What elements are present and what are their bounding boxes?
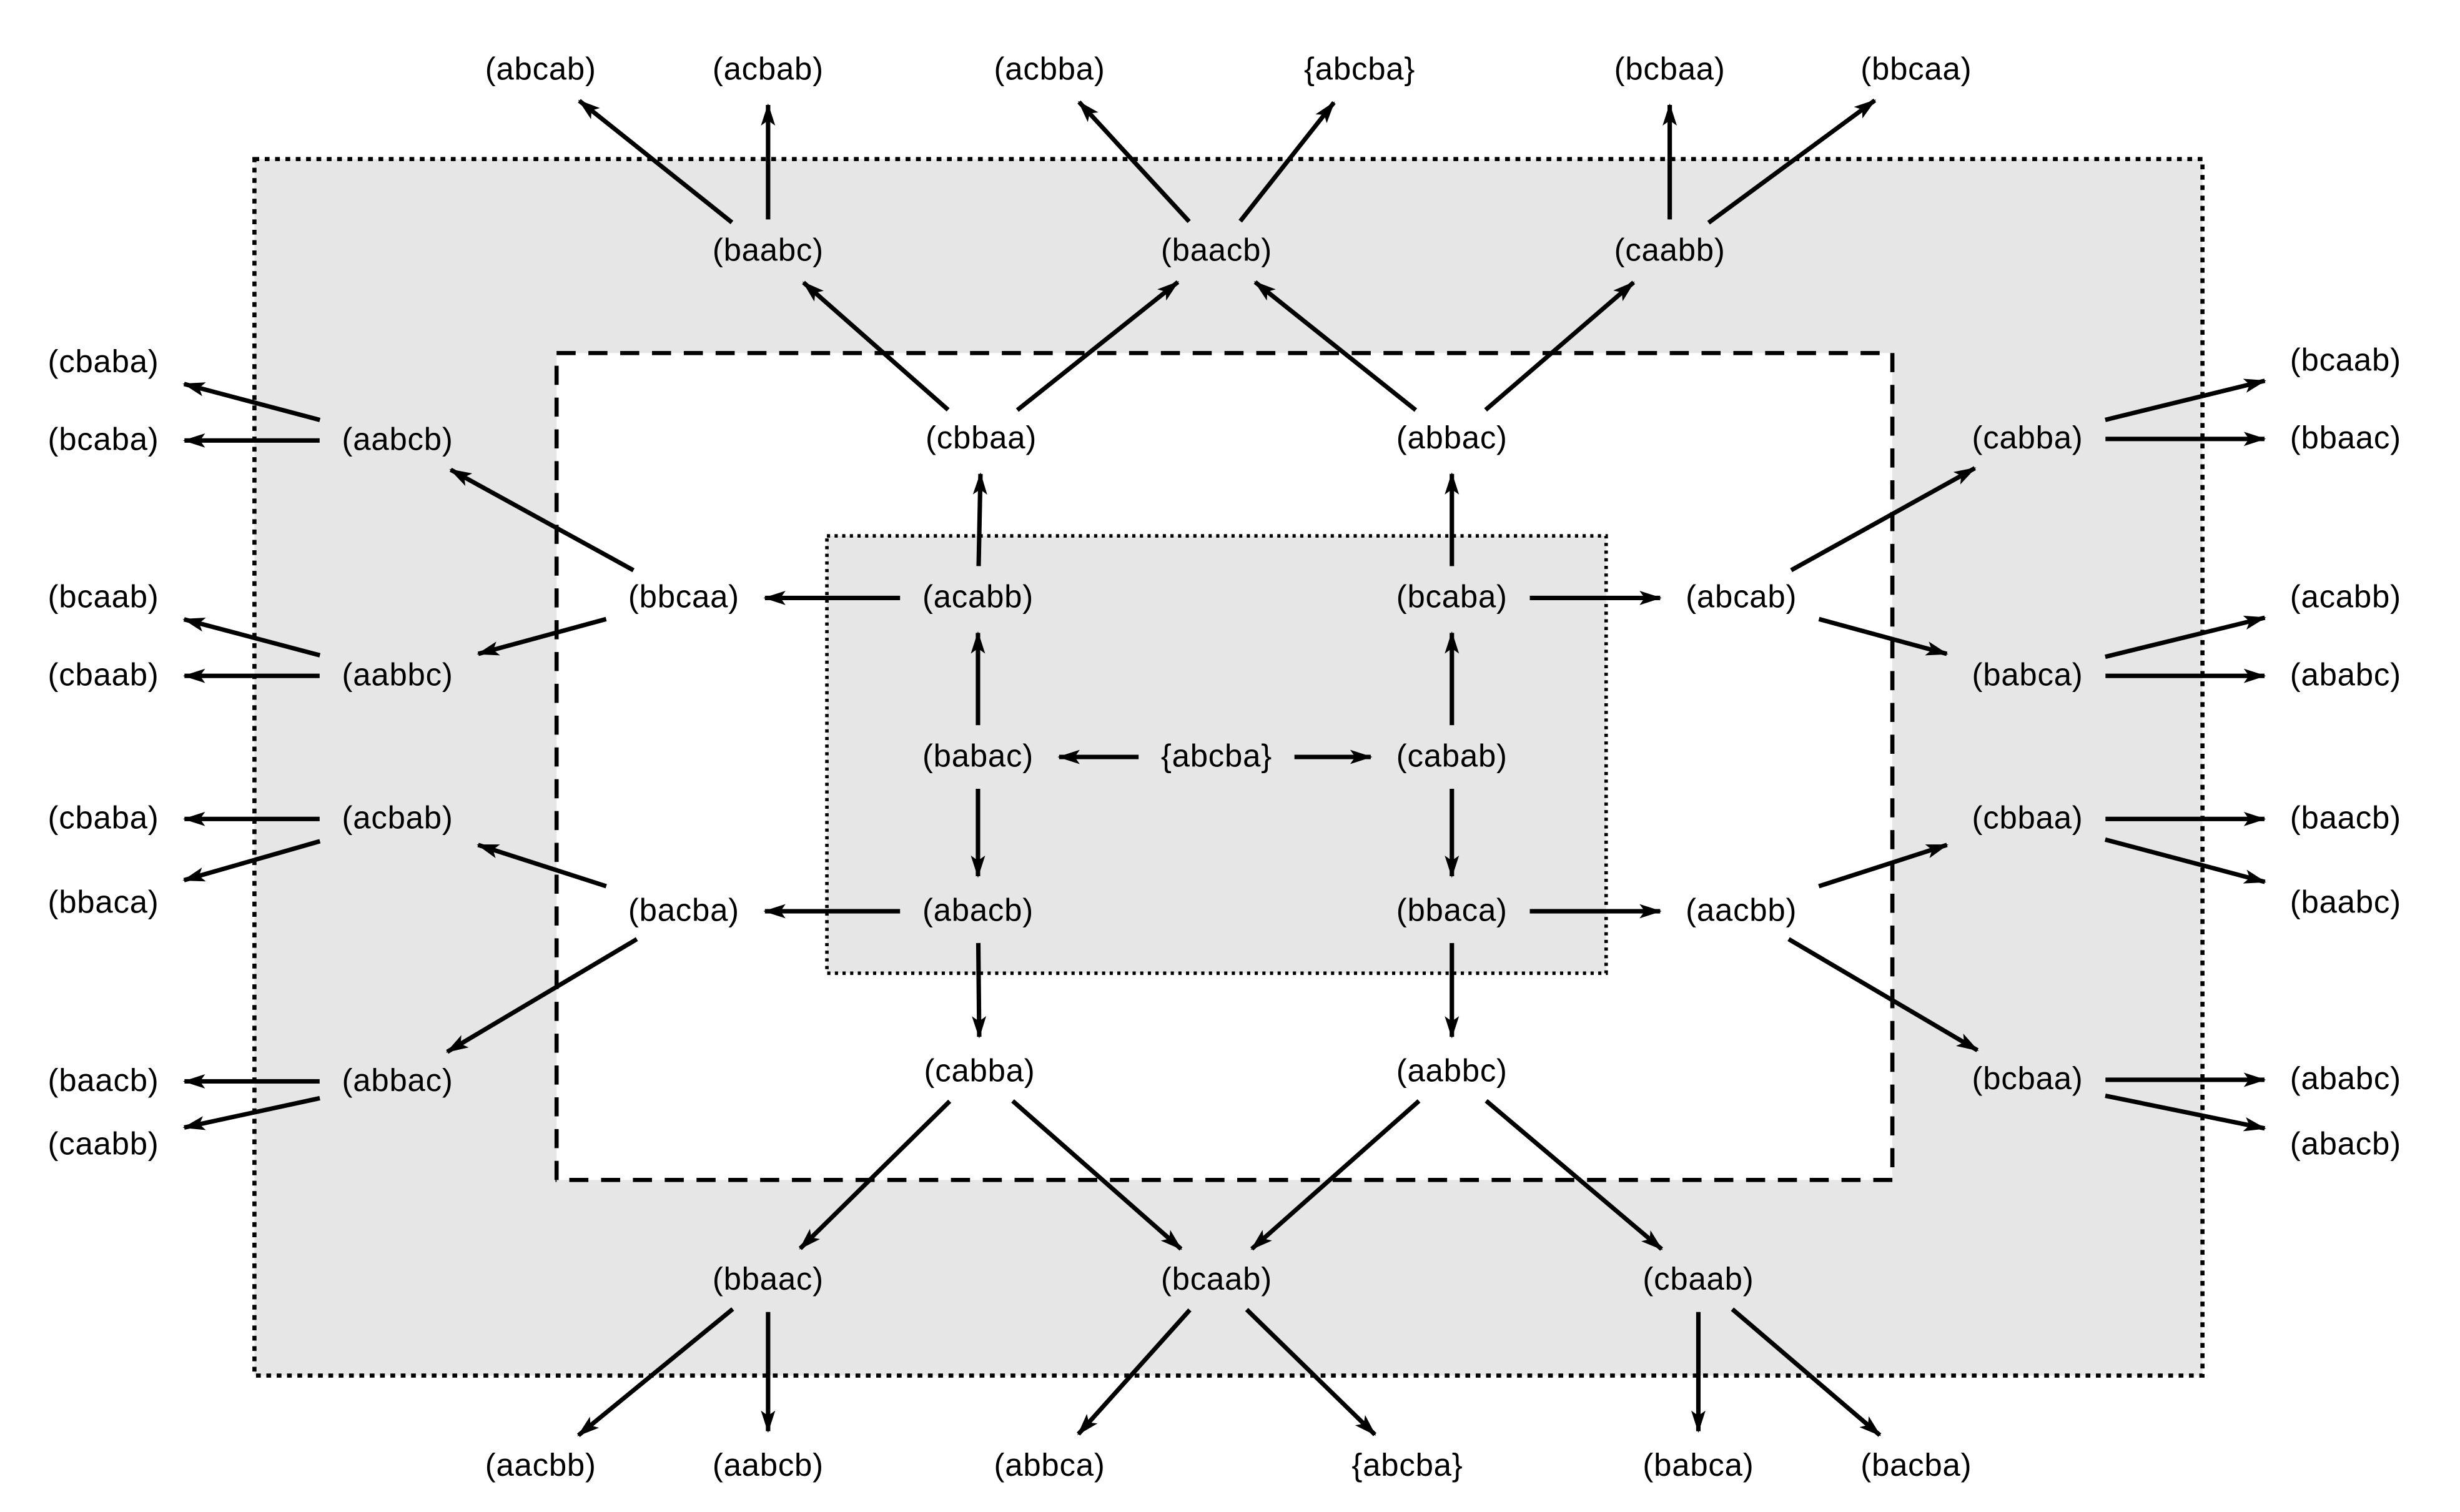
node-label-o_b3: (abbca)	[994, 1448, 1105, 1484]
arrow-g_b1-o_b1	[576, 1307, 734, 1437]
node-label-g_r1: (cabba)	[1972, 421, 2083, 457]
node-label-o_r5: (baacb)	[2290, 801, 2401, 837]
arrow-w_t2-g_t2	[1253, 280, 1418, 412]
arrow-g_t2-o_t3	[1077, 100, 1191, 224]
node-label-o_l1: (cbaba)	[47, 345, 159, 380]
node-label-o_r2: (bbaac)	[2290, 421, 2401, 457]
arrow-g_t1-o_t1	[578, 99, 734, 224]
node-label-o_l3: (bcaab)	[47, 580, 159, 616]
node-label-i_1: (acabb)	[922, 580, 1034, 616]
node-label-g_t3: (caabb)	[1614, 234, 1726, 269]
node-label-w_t1: (cbbaa)	[926, 421, 1037, 457]
arrow-w_t1-g_t2	[1015, 280, 1180, 412]
node-label-o_b6: (bacba)	[1860, 1448, 1972, 1484]
node-label-o_r6: (baabc)	[2290, 886, 2401, 921]
arrow-w_t2-g_t3	[1484, 280, 1636, 412]
node-label-o_l8: (caabb)	[47, 1127, 159, 1163]
arrow-w_t1-g_t1	[802, 280, 950, 412]
arrow-g_r1-o_r1	[2105, 378, 2266, 422]
arrow-edges	[182, 98, 2266, 1437]
node-label-o_t6: (bbcaa)	[1860, 52, 1972, 88]
arrow-i_5-w_b1	[972, 942, 987, 1039]
node-label-g_l3: (acbab)	[342, 801, 453, 837]
node-label-w_b2: (aabbc)	[1396, 1054, 1508, 1090]
node-label-i_5: (abacb)	[922, 894, 1034, 929]
node-label-o_t3: (acbba)	[994, 52, 1105, 88]
arrow-w_r2-g_r3	[1818, 842, 1949, 889]
arrow-g_r2-o_r3	[2105, 615, 2266, 660]
node-label-g_t2: (baacb)	[1160, 234, 1272, 269]
arrow-w_l1-g_l1	[449, 467, 635, 573]
arrow-w_l2-g_l3	[477, 842, 607, 889]
arrow-w_r2-g_r4	[1787, 937, 1979, 1052]
node-label-i_3: (babac)	[922, 739, 1034, 775]
arrow-w_r1-g_r2	[1818, 616, 1949, 656]
node-label-o_r4: (ababc)	[2290, 658, 2401, 694]
arrow-i_1-w_t1	[972, 472, 987, 566]
node-label-o_l2: (bcaba)	[47, 423, 159, 458]
node-label-w_b1: (cabba)	[924, 1054, 1035, 1090]
arrow-g_b2-o_b3	[1077, 1308, 1192, 1436]
arrow-g_b3-o_b6	[1731, 1307, 1882, 1437]
node-label-i_6: (bbaca)	[1396, 894, 1508, 929]
node-label-i_4: (cabab)	[1396, 739, 1508, 775]
ring-boxes	[252, 157, 2205, 1378]
node-label-g_b1: (bbaac)	[712, 1262, 824, 1298]
node-label-w_l2: (bacba)	[628, 894, 739, 929]
node-label-w_r1: (abcab)	[1686, 580, 1797, 616]
node-label-g_r2: (babca)	[1972, 658, 2083, 694]
node-label-g_r3: (cbbaa)	[1972, 801, 2083, 837]
node-label-w_r2: (aacbb)	[1686, 894, 1797, 929]
arrow-w_b1-g_b1	[798, 1099, 952, 1250]
arrow-g_r3-o_r6	[2104, 837, 2266, 884]
node-label-o_t4: {abcba}	[1304, 52, 1416, 88]
node-label-o_t1: (abcab)	[485, 52, 596, 88]
node-label-o_l7: (baacb)	[47, 1064, 159, 1099]
node-label-g_b2: (bcaab)	[1160, 1262, 1272, 1298]
node-label-o_r7: (ababc)	[2290, 1062, 2401, 1097]
node-label-c_0: {abcba}	[1160, 739, 1272, 775]
node-label-o_l6: (bbaca)	[47, 886, 159, 921]
node-label-o_r8: (abacb)	[2290, 1127, 2401, 1163]
arrow-g_t3-o_t6	[1707, 98, 1877, 225]
node-label-o_l4: (cbaab)	[47, 658, 159, 694]
node-label-o_r1: (bcaab)	[2290, 343, 2401, 379]
node-label-g_l2: (aabbc)	[342, 658, 453, 694]
arrow-g_l4-o_l8	[182, 1095, 320, 1130]
node-label-o_b2: (aabcb)	[712, 1448, 824, 1484]
node-label-g_b3: (cbaab)	[1642, 1262, 1754, 1298]
arrow-g_r4-o_r8	[2105, 1093, 2266, 1132]
node-label-o_t2: (acbab)	[712, 52, 824, 88]
node-label-g_t1: (baabc)	[712, 234, 824, 269]
node-label-o_b1: (aacbb)	[485, 1448, 596, 1484]
arrow-g_t2-o_t4	[1238, 101, 1336, 223]
node-label-i_2: (bcaba)	[1396, 580, 1508, 616]
inner-ring-box	[825, 534, 1608, 976]
node-label-g_r4: (bcbaa)	[1972, 1062, 2083, 1097]
arrow-w_l1-g_l2	[477, 616, 607, 656]
node-label-w_t2: (abbac)	[1396, 421, 1508, 457]
node-label-o_r3: (acabb)	[2290, 580, 2401, 616]
node-label-o_l5: (cbaba)	[47, 801, 159, 837]
arrow-w_b2-g_b3	[1484, 1099, 1663, 1251]
arrow-w_b2-g_b2	[1250, 1099, 1421, 1251]
arrow-w_b1-g_b2	[1011, 1099, 1183, 1251]
node-label-o_t5: (bcbaa)	[1614, 52, 1726, 88]
arrow-w_l2-g_l4	[445, 937, 638, 1054]
arrow-g_l3-o_l6	[182, 839, 321, 882]
arrow-w_r1-g_r1	[1790, 466, 1977, 573]
arrow-g_l1-o_l1	[182, 382, 321, 422]
arrow-g_l2-o_l3	[182, 617, 321, 658]
arrow-g_b2-o_b4	[1245, 1308, 1377, 1436]
node-label-o_b5: (babca)	[1642, 1448, 1754, 1484]
node-label-g_l4: (abbac)	[342, 1064, 453, 1099]
node-label-g_l1: (aabcb)	[342, 423, 453, 458]
node-label-o_b4: {abcba}	[1351, 1448, 1463, 1484]
node-label-w_l1: (bbcaa)	[628, 580, 739, 616]
